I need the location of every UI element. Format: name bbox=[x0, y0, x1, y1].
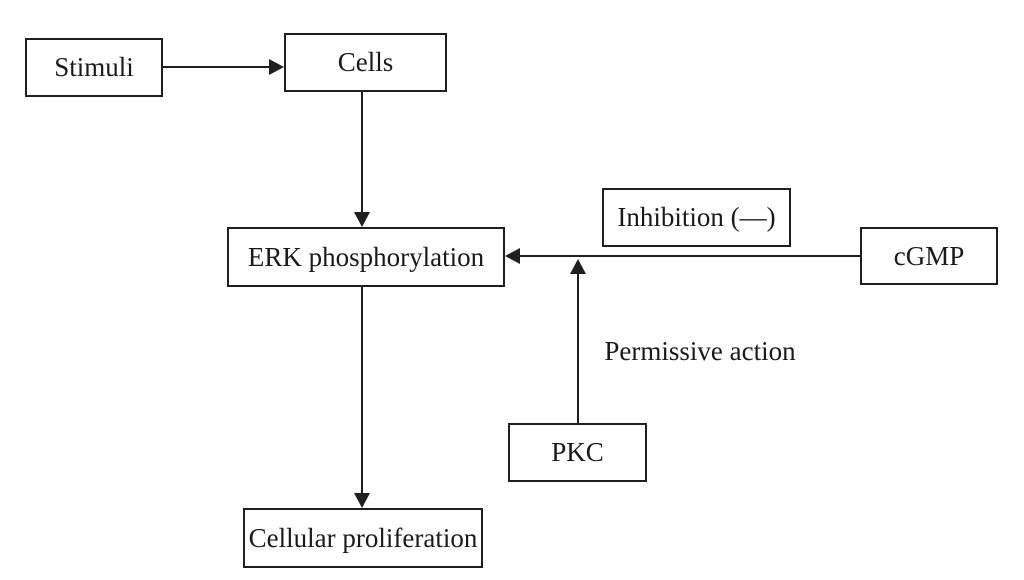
node-inhibition: Inhibition (—) bbox=[602, 188, 791, 247]
node-pkc: PKC bbox=[508, 423, 647, 482]
arrow-stimuli-to-cells-line bbox=[163, 66, 270, 68]
arrow-stimuli-to-cells-head-icon bbox=[269, 59, 284, 75]
arrow-erk-to-proliferation-head-icon bbox=[354, 493, 370, 508]
node-erk-phosphorylation-label: ERK phosphorylation bbox=[247, 241, 485, 272]
node-cells-label: Cells bbox=[337, 47, 394, 77]
node-cells: Cells bbox=[284, 33, 447, 92]
arrow-cgmp-to-erk-line bbox=[520, 255, 860, 257]
arrow-erk-to-proliferation-line bbox=[361, 287, 363, 494]
arrow-cells-to-erk-line bbox=[361, 92, 363, 213]
node-cgmp-label: cGMP bbox=[893, 240, 965, 271]
arrow-cells-to-erk-head-icon bbox=[354, 212, 370, 227]
node-cellular-proliferation: Cellular proliferation bbox=[243, 508, 483, 568]
node-cellular-proliferation-label: Cellular proliferation bbox=[248, 522, 478, 553]
permissive-action-label: Permissive action bbox=[604, 336, 796, 366]
arrow-pkc-to-inhibition-edge-line bbox=[577, 273, 579, 423]
arrow-cgmp-to-erk-head-icon bbox=[505, 248, 520, 264]
node-pkc-label: PKC bbox=[551, 437, 604, 467]
node-stimuli-label: Stimuli bbox=[54, 52, 134, 82]
node-stimuli: Stimuli bbox=[25, 38, 163, 97]
node-inhibition-label: Inhibition (—) bbox=[617, 202, 776, 232]
node-erk-phosphorylation: ERK phosphorylation bbox=[227, 227, 505, 287]
node-cgmp: cGMP bbox=[860, 227, 998, 285]
arrow-pkc-to-inhibition-edge-head-icon bbox=[570, 259, 586, 274]
